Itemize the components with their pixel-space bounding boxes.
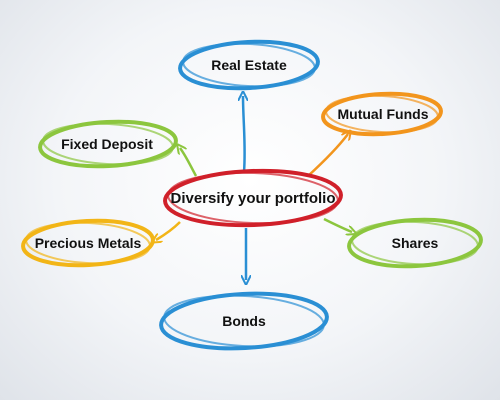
node-bonds-label: Bonds — [222, 313, 266, 329]
node-precious-metals-label: Precious Metals — [35, 235, 142, 251]
node-bonds-stroke — [163, 294, 325, 348]
node-bonds-outline — [159, 291, 329, 351]
connectors — [156, 96, 352, 280]
hub-node: Diversify your portfolio — [163, 168, 343, 228]
node-fixed-deposit-stroke — [42, 122, 174, 166]
node-mutual-funds-label: Mutual Funds — [338, 106, 429, 122]
node-real-estate-outline — [178, 39, 320, 91]
node-precious-metals-stroke — [25, 221, 151, 265]
node-fixed-deposit-label: Fixed Deposit — [61, 136, 153, 152]
node-fixed-deposit-outline — [38, 119, 178, 169]
node-real-estate: Real Estate — [178, 39, 320, 91]
node-mutual-funds-outline — [321, 91, 443, 137]
node-shares-label: Shares — [392, 235, 439, 251]
node-shares-outline — [347, 217, 483, 269]
connector-precious-metals — [156, 221, 181, 240]
hub-node-label: Diversify your portfolio — [170, 190, 335, 207]
connector-real-estate — [243, 96, 245, 173]
connector-shares — [323, 217, 352, 232]
hub-node-stroke — [167, 171, 339, 225]
node-real-estate-stroke — [182, 42, 316, 88]
node-shares-stroke — [351, 220, 479, 266]
node-fixed-deposit: Fixed Deposit — [38, 119, 178, 169]
node-shares: Shares — [347, 217, 483, 269]
node-precious-metals: Precious Metals — [21, 218, 155, 268]
hub-node-outline — [163, 168, 343, 228]
connector-mutual-funds — [307, 134, 348, 177]
connector-fixed-deposit — [180, 148, 198, 177]
node-bonds: Bonds — [159, 291, 329, 351]
node-mutual-funds: Mutual Funds — [321, 91, 443, 137]
node-real-estate-label: Real Estate — [211, 57, 287, 73]
node-precious-metals-outline — [21, 218, 155, 268]
node-mutual-funds-stroke — [325, 94, 439, 134]
